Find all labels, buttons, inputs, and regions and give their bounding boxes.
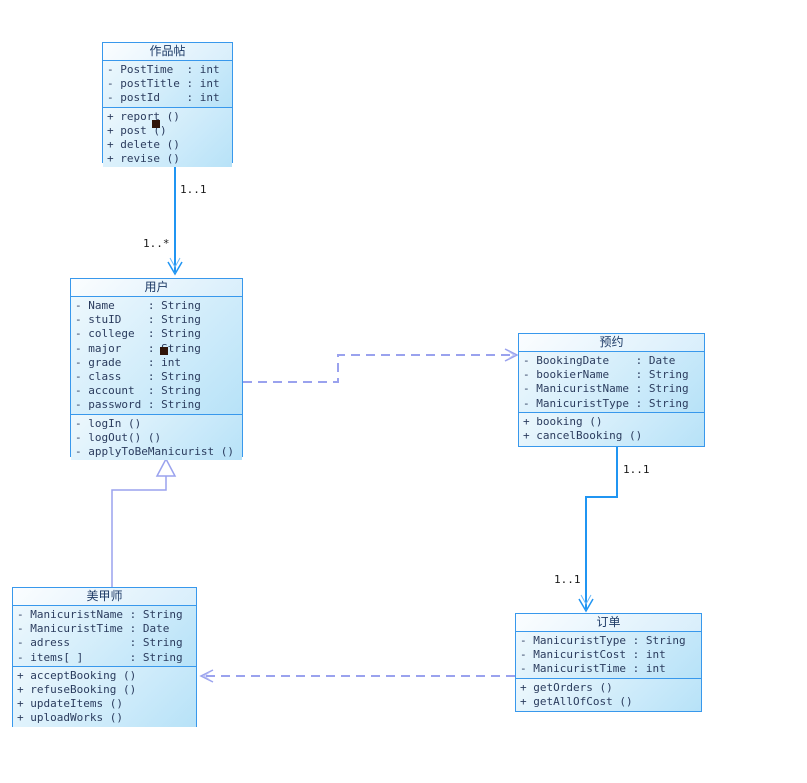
cursor-artifact xyxy=(160,347,168,355)
methods-section: - logIn () - logOut() () - applyToBeMani… xyxy=(71,413,242,461)
class-title[interactable]: 作品帖 xyxy=(103,43,232,60)
attributes-section: - ManicuristType : String - ManicuristCo… xyxy=(516,631,701,678)
attribute-row[interactable]: - postId : int xyxy=(107,91,220,105)
class-box-booking[interactable]: 预约 - BookingDate : Date - bookierName : … xyxy=(518,333,705,447)
attributes-section: - PostTime : int - postTitle : int - pos… xyxy=(103,60,232,107)
class-title[interactable]: 美甲师 xyxy=(13,588,196,605)
attribute-row[interactable]: - items[ ] : String xyxy=(17,650,183,664)
method-row[interactable]: + report () xyxy=(107,109,180,123)
attribute-row[interactable]: - postTitle : int xyxy=(107,77,220,91)
dependency-user-booking[interactable] xyxy=(243,348,519,383)
method-row[interactable]: + acceptBooking () xyxy=(17,668,137,682)
class-title[interactable]: 订单 xyxy=(516,614,701,631)
generalization-manicurist-user[interactable] xyxy=(111,457,177,587)
attribute-row[interactable]: - BookingDate : Date xyxy=(523,354,676,367)
methods-section: + booking () + cancelBooking () xyxy=(519,411,704,446)
class-box-order[interactable]: 订单 - ManicuristType : String - Manicuris… xyxy=(515,613,702,712)
association-booking-order[interactable] xyxy=(578,447,618,613)
attribute-row[interactable]: - major : String xyxy=(75,341,201,355)
class-box-user[interactable]: 用户 - Name : String - stuID : String - co… xyxy=(70,278,243,461)
multiplicity-label[interactable]: 1..* xyxy=(143,237,170,250)
attribute-row[interactable]: - stuID : String xyxy=(75,313,201,327)
attribute-row[interactable]: - ManicuristName : String xyxy=(523,382,689,396)
method-row[interactable]: - logOut() () xyxy=(75,430,162,444)
method-row[interactable]: - applyToBeManicurist () xyxy=(75,444,234,458)
attributes-section: - BookingDate : Date - bookierName : Str… xyxy=(519,351,704,412)
methods-section: + getOrders () + getAllOfCost () xyxy=(516,677,701,711)
multiplicity-label[interactable]: 1..1 xyxy=(554,573,581,586)
attributes-section: - Name : String - stuID : String - colle… xyxy=(71,296,242,414)
attribute-row[interactable]: - PostTime : int xyxy=(107,63,220,76)
multiplicity-label[interactable]: 1..1 xyxy=(623,463,650,476)
cursor-artifact xyxy=(152,120,160,128)
method-row[interactable]: + revise () xyxy=(107,152,180,166)
method-row[interactable]: + booking () xyxy=(523,414,603,428)
attribute-row[interactable]: - ManicuristType : String xyxy=(523,396,689,410)
attribute-row[interactable]: - ManicuristType : String xyxy=(520,634,686,647)
attribute-row[interactable]: - bookierName : String xyxy=(523,368,689,382)
method-row[interactable]: + cancelBooking () xyxy=(523,428,643,442)
attribute-row[interactable]: - class : String xyxy=(75,369,201,383)
method-row[interactable]: + getAllOfCost () xyxy=(520,694,633,708)
attribute-row[interactable]: - grade : int xyxy=(75,355,181,369)
method-row[interactable]: + delete () xyxy=(107,137,180,151)
method-row[interactable]: + getOrders () xyxy=(520,680,613,694)
class-box-workpost[interactable]: 作品帖 - PostTime : int - postTitle : int -… xyxy=(102,42,233,168)
class-title[interactable]: 预约 xyxy=(519,334,704,351)
methods-section: + acceptBooking () + refuseBooking () + … xyxy=(13,665,196,727)
method-row[interactable]: - logIn () xyxy=(75,416,142,430)
multiplicity-label[interactable]: 1..1 xyxy=(180,183,207,196)
attribute-row[interactable]: - ManicuristCost : int xyxy=(520,648,666,662)
method-row[interactable]: + uploadWorks () xyxy=(17,711,123,725)
attribute-row[interactable]: - college : String xyxy=(75,327,201,341)
attribute-row[interactable]: - adress : String xyxy=(17,636,183,650)
attributes-section: - ManicuristName : String - ManicuristTi… xyxy=(13,605,196,666)
dependency-order-manicurist[interactable] xyxy=(199,669,515,683)
method-row[interactable]: + updateItems () xyxy=(17,697,123,711)
attribute-row[interactable]: - password : String xyxy=(75,398,201,412)
class-title[interactable]: 用户 xyxy=(71,279,242,296)
method-row[interactable]: + post () xyxy=(107,123,167,137)
attribute-row[interactable]: - Name : String xyxy=(75,299,201,312)
attribute-row[interactable]: - ManicuristName : String xyxy=(17,608,183,621)
attribute-row[interactable]: - account : String xyxy=(75,384,201,398)
methods-section: + report () + post () + delete () + revi… xyxy=(103,106,232,168)
attribute-row[interactable]: - ManicuristTime : Date xyxy=(17,622,170,636)
class-box-manicurist[interactable]: 美甲师 - ManicuristName : String - Manicuri… xyxy=(12,587,197,727)
method-row[interactable]: + refuseBooking () xyxy=(17,682,137,696)
attribute-row[interactable]: - ManicuristTime : int xyxy=(520,662,666,676)
association-workpost-user[interactable] xyxy=(167,163,183,276)
